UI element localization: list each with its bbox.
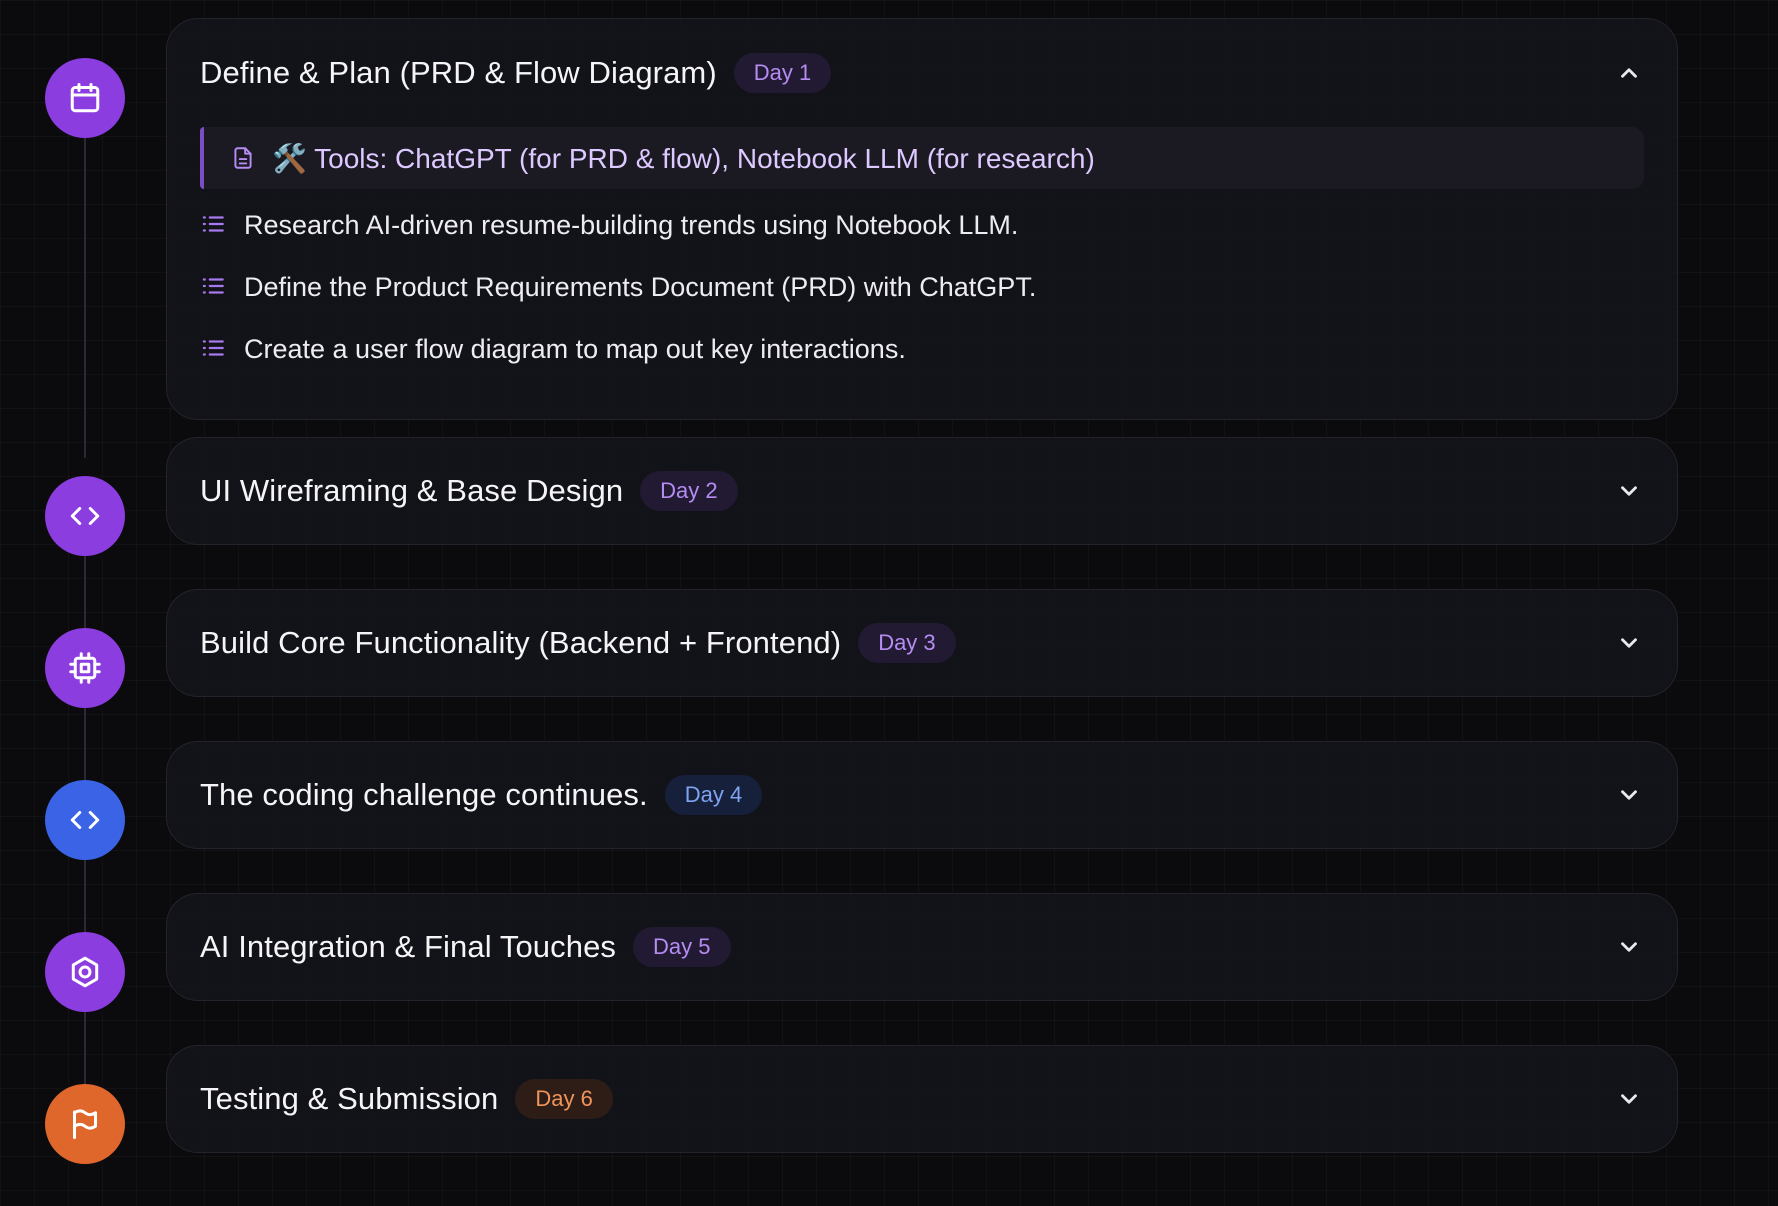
timeline-connector (84, 556, 86, 630)
day-badge: Day 3 (858, 623, 956, 663)
phase-header-day-2[interactable]: UI Wireframing & Base Design Day 2 (167, 438, 1677, 544)
phase-card-day-2: UI Wireframing & Base Design Day 2 (166, 437, 1678, 545)
step-text: Create a user flow diagram to map out ke… (244, 334, 906, 364)
phase-card-day-4: The coding challenge continues. Day 4 (166, 741, 1678, 849)
code-icon (70, 507, 100, 525)
timeline-connector (84, 136, 86, 458)
flag-icon (73, 1109, 97, 1139)
phase-title: Build Core Functionality (Backend + Fron… (200, 625, 842, 660)
phase-title: The coding challenge continues. (200, 777, 648, 812)
tools-text: 🛠️ Tools: ChatGPT (for PRD & flow), Note… (272, 142, 1095, 174)
chevron-down-icon[interactable] (1615, 933, 1643, 961)
chevron-up-icon[interactable] (1615, 59, 1643, 87)
phase-header-day-3[interactable]: Build Core Functionality (Backend + Fron… (167, 590, 1677, 696)
timeline-node-day-6 (45, 1084, 125, 1164)
timeline-connector (84, 1012, 86, 1086)
day-badge: Day 4 (664, 775, 763, 815)
day-badge: Day 6 (515, 1079, 613, 1119)
phase-title: Testing & Submission (200, 1081, 499, 1116)
phase-title: Define & Plan (PRD & Flow Diagram) (200, 55, 717, 90)
phase-body-day-1: 🛠️ Tools: ChatGPT (for PRD & flow), Note… (167, 127, 1677, 419)
phase-header-day-5[interactable]: AI Integration & Final Touches Day 5 (167, 894, 1677, 1000)
step-text: Define the Product Requirements Document… (244, 272, 1037, 302)
cpu-icon (69, 652, 101, 684)
phase-card-day-1: Define & Plan (PRD & Flow Diagram) Day 1… (166, 18, 1678, 420)
phase-card-day-5: AI Integration & Final Touches Day 5 (166, 893, 1678, 1001)
phase-title: UI Wireframing & Base Design (200, 473, 624, 508)
list-icon (200, 211, 226, 237)
chevron-down-icon[interactable] (1615, 781, 1643, 809)
timeline-node-day-3 (45, 628, 125, 708)
phase-card-day-6: Testing & Submission Day 6 (166, 1045, 1678, 1153)
phase-card-day-3: Build Core Functionality (Backend + Fron… (166, 589, 1678, 697)
phase-header-day-1[interactable]: Define & Plan (PRD & Flow Diagram) Day 1 (167, 19, 1677, 127)
list-item: Research AI-driven resume-building trend… (200, 209, 1644, 271)
chevron-down-icon[interactable] (1615, 477, 1643, 505)
phase-header-day-4[interactable]: The coding challenge continues. Day 4 (167, 742, 1677, 848)
tools-callout: 🛠️ Tools: ChatGPT (for PRD & flow), Note… (200, 127, 1644, 189)
timeline-connector (84, 708, 86, 782)
chevron-down-icon[interactable] (1615, 629, 1643, 657)
day-badge: Day 5 (633, 927, 731, 967)
hexagon-icon (71, 956, 99, 988)
step-text: Research AI-driven resume-building trend… (244, 210, 1019, 240)
phase-header-day-6[interactable]: Testing & Submission Day 6 (167, 1046, 1677, 1152)
timeline-node-day-2 (45, 476, 125, 556)
day-badge: Day 2 (640, 471, 738, 511)
timeline-connector (84, 860, 86, 934)
timeline-node-day-1 (45, 58, 125, 138)
day-badge: Day 1 (733, 53, 832, 93)
timeline-node-day-4 (45, 780, 125, 860)
phase-title: AI Integration & Final Touches (200, 929, 617, 964)
calendar-icon (70, 83, 100, 113)
code-icon (70, 811, 100, 829)
steps-list: Research AI-driven resume-building trend… (200, 209, 1644, 395)
list-item: Create a user flow diagram to map out ke… (200, 333, 1644, 395)
list-icon (200, 273, 226, 299)
list-icon (200, 335, 226, 361)
timeline-node-day-5 (45, 932, 125, 1012)
list-item: Define the Product Requirements Document… (200, 271, 1644, 333)
document-icon (234, 147, 252, 169)
chevron-down-icon[interactable] (1615, 1085, 1643, 1113)
